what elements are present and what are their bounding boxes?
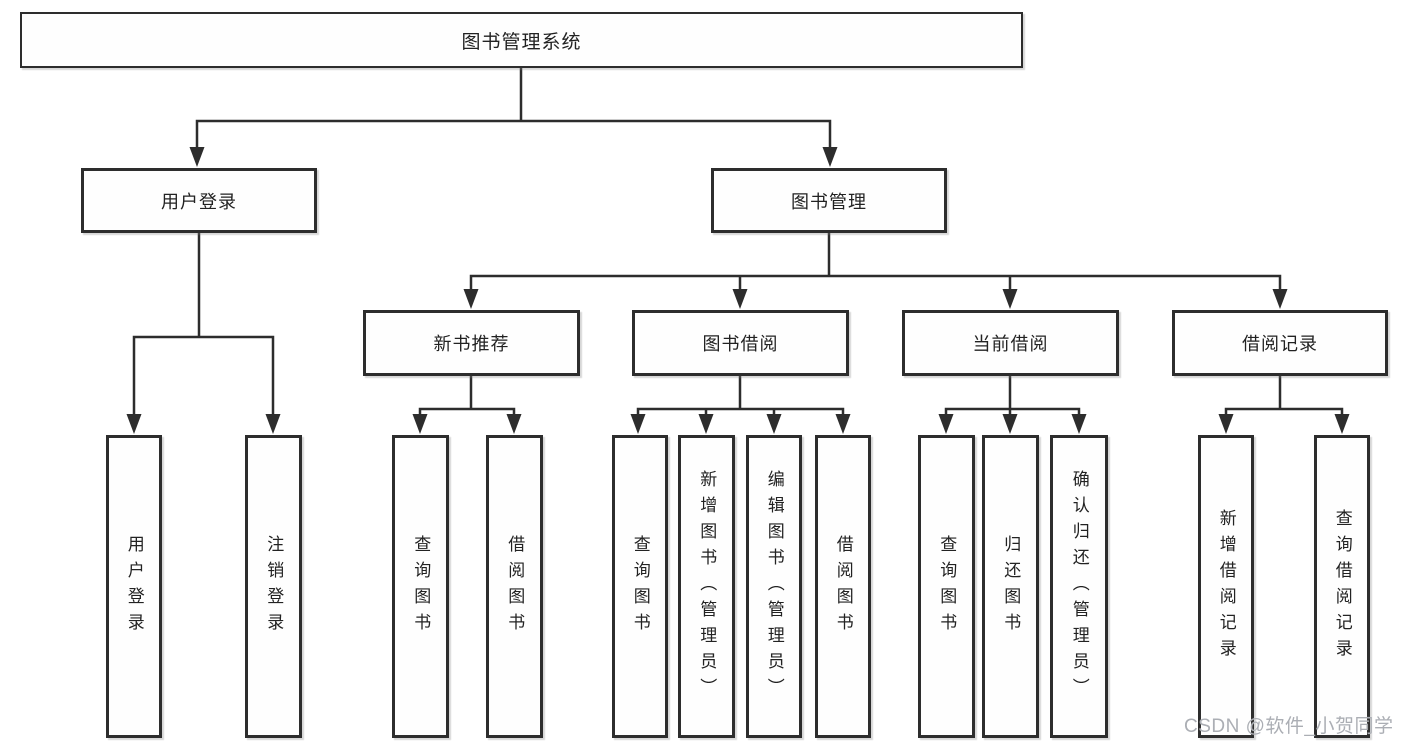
node-label: 编辑图书（管理员） — [764, 469, 784, 704]
node-label: 新增图书（管理员） — [697, 469, 717, 704]
leaf-query-books-borrowing: 查询图书 — [612, 435, 668, 738]
leaf-query-borrow-record: 查询借阅记录 — [1314, 435, 1370, 738]
node-label: 借阅图书 — [833, 534, 853, 639]
node-label: 查询图书 — [937, 534, 957, 639]
node-label: 当前借阅 — [972, 334, 1049, 354]
node-label: 用户登录 — [161, 191, 237, 212]
node-book-borrowing: 图书借阅 — [632, 310, 849, 376]
node-label: 图书借阅 — [702, 334, 779, 354]
connector-strokes — [132, 67, 1344, 416]
leaf-add-books-admin: 新增图书（管理员） — [678, 435, 735, 738]
node-label: 查询图书 — [411, 534, 431, 639]
leaf-borrow-books-borrowing: 借阅图书 — [815, 435, 871, 738]
node-book-management: 图书管理 — [711, 168, 947, 233]
leaf-logout: 注销登录 — [245, 435, 302, 738]
node-current-borrowing: 当前借阅 — [902, 310, 1119, 376]
node-borrowing-records: 借阅记录 — [1172, 310, 1388, 376]
node-user-login: 用户登录 — [81, 168, 317, 233]
arrowheads — [126, 147, 1350, 434]
leaf-confirm-return-admin: 确认归还（管理员） — [1050, 435, 1108, 738]
node-label: 确认归还（管理员） — [1069, 469, 1089, 704]
leaf-user-login: 用户登录 — [106, 435, 162, 738]
node-label: 借阅图书 — [505, 534, 525, 639]
node-label: 查询图书 — [630, 534, 650, 639]
node-label: 新增借阅记录 — [1216, 508, 1236, 665]
node-label: 图书管理系统 — [461, 31, 582, 53]
leaf-return-books: 归还图书 — [982, 435, 1039, 738]
node-label: 新书推荐 — [433, 334, 510, 354]
csdn-watermark: CSDN @软件_小贺同学 — [1184, 716, 1394, 737]
leaf-query-books-current: 查询图书 — [918, 435, 975, 738]
node-label: 查询借阅记录 — [1332, 508, 1352, 665]
leaf-edit-books-admin: 编辑图书（管理员） — [746, 435, 802, 738]
node-library-management-system: 图书管理系统 — [20, 12, 1023, 68]
node-label: 归还图书 — [1001, 534, 1021, 639]
leaf-add-borrow-record: 新增借阅记录 — [1198, 435, 1254, 738]
node-new-book-recommendation: 新书推荐 — [363, 310, 580, 376]
leaf-borrow-books-recommend: 借阅图书 — [486, 435, 543, 738]
node-label: 图书管理 — [791, 191, 867, 212]
node-label: 用户登录 — [124, 534, 144, 639]
node-label: 借阅记录 — [1242, 334, 1318, 354]
leaf-query-books-recommend: 查询图书 — [392, 435, 449, 738]
node-label: 注销登录 — [264, 534, 284, 639]
